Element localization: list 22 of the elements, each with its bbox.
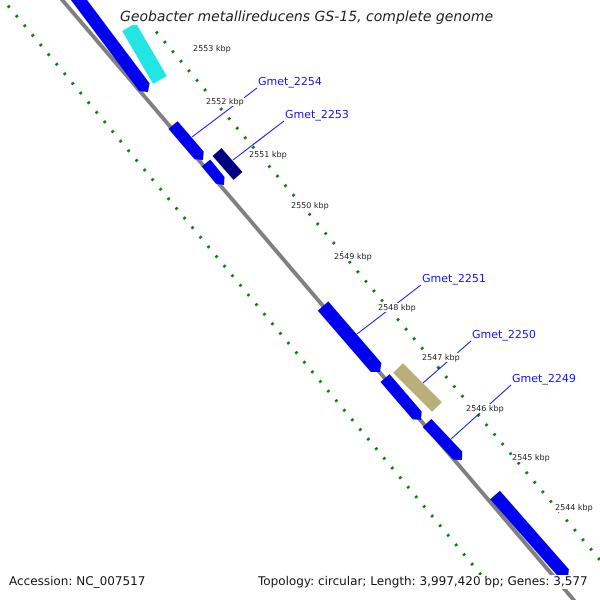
- accession-label: Accession: NC_007517: [9, 575, 146, 589]
- gene-block: [168, 121, 204, 160]
- gene-label: Gmet_2249: [512, 373, 576, 386]
- gene-block: [202, 160, 224, 185]
- scale-label: 2545 kbp: [512, 453, 550, 462]
- gene-block: [393, 363, 442, 412]
- gene-label: Gmet_2253: [285, 109, 349, 122]
- scale-label: 2553 kbp: [193, 44, 231, 54]
- gene-block: [212, 148, 242, 180]
- scale-label: 2549 kbp: [334, 252, 372, 262]
- gene-label: Gmet_2254: [258, 76, 322, 89]
- gene-label: Gmet_2250: [472, 329, 536, 342]
- scale-label: 2548 kbp: [378, 303, 416, 312]
- map-title: Geobacter metallireducens GS-15, complete genome: [120, 9, 494, 26]
- gene-block: [422, 418, 462, 460]
- gene-label: Gmet_2251: [422, 273, 486, 286]
- genome-summary: Topology: circular; Length: 3,997,420 bp; Genes: 3,577: [258, 575, 588, 589]
- scale-label: 2550 kbp: [291, 201, 329, 210]
- gene-block: [380, 374, 422, 420]
- leader-line: [232, 120, 284, 160]
- gene-block: [122, 23, 167, 84]
- scale-label: 2544 kbp: [555, 503, 593, 512]
